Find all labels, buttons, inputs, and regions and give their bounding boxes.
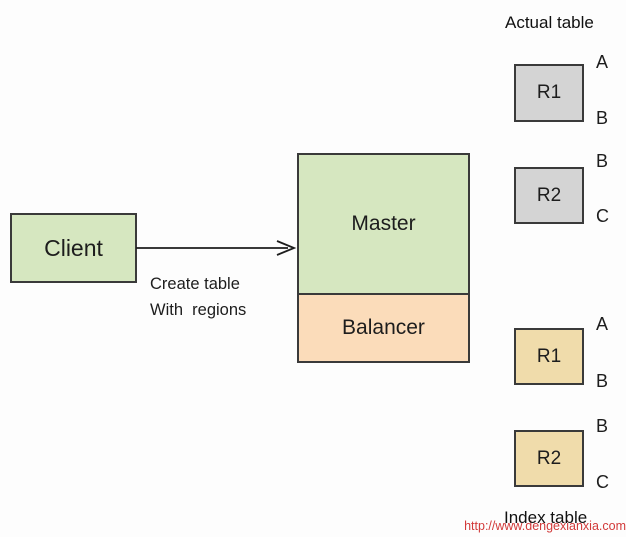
index-region-r2-label: R2: [536, 447, 562, 469]
index-region-r2-box: R2: [514, 430, 584, 487]
index-region-r1-box: R1: [514, 328, 584, 385]
actual-r1-end-key: B: [596, 108, 609, 128]
actual-r2-end-key: C: [596, 206, 609, 226]
index-region-r1-label: R1: [536, 345, 562, 367]
master-section: Master: [299, 155, 468, 295]
create-table-arrow: [136, 240, 297, 256]
watermark-url: http://www.dengexianxia.com: [464, 519, 626, 533]
master-label: Master: [351, 212, 416, 235]
index-r1-end-key: B: [596, 371, 609, 391]
actual-r1-start-key: A: [596, 52, 609, 72]
actual-r2-start-key: B: [596, 151, 609, 171]
actual-region-r1-label: R1: [536, 82, 562, 103]
actual-region-r1-box: R1: [514, 64, 584, 122]
arrow-caption-line1: Create table: [150, 275, 240, 293]
actual-table-title: Actual table: [505, 13, 594, 32]
client-label: Client: [44, 234, 103, 261]
index-r2-start-key: B: [596, 416, 609, 436]
arrow-caption-line2: With regions: [150, 301, 247, 319]
actual-region-r2-label: R2: [536, 184, 562, 206]
index-r1-start-key: A: [596, 314, 609, 334]
index-r2-end-key: C: [596, 472, 609, 492]
index-table-title: Index table: [504, 508, 588, 527]
actual-region-r2-box: R2: [514, 167, 584, 224]
master-balancer-box: Master Balancer: [297, 153, 470, 363]
balancer-section: Balancer: [299, 295, 468, 361]
balancer-label: Balancer: [342, 316, 425, 339]
client-box: Client: [10, 213, 137, 283]
